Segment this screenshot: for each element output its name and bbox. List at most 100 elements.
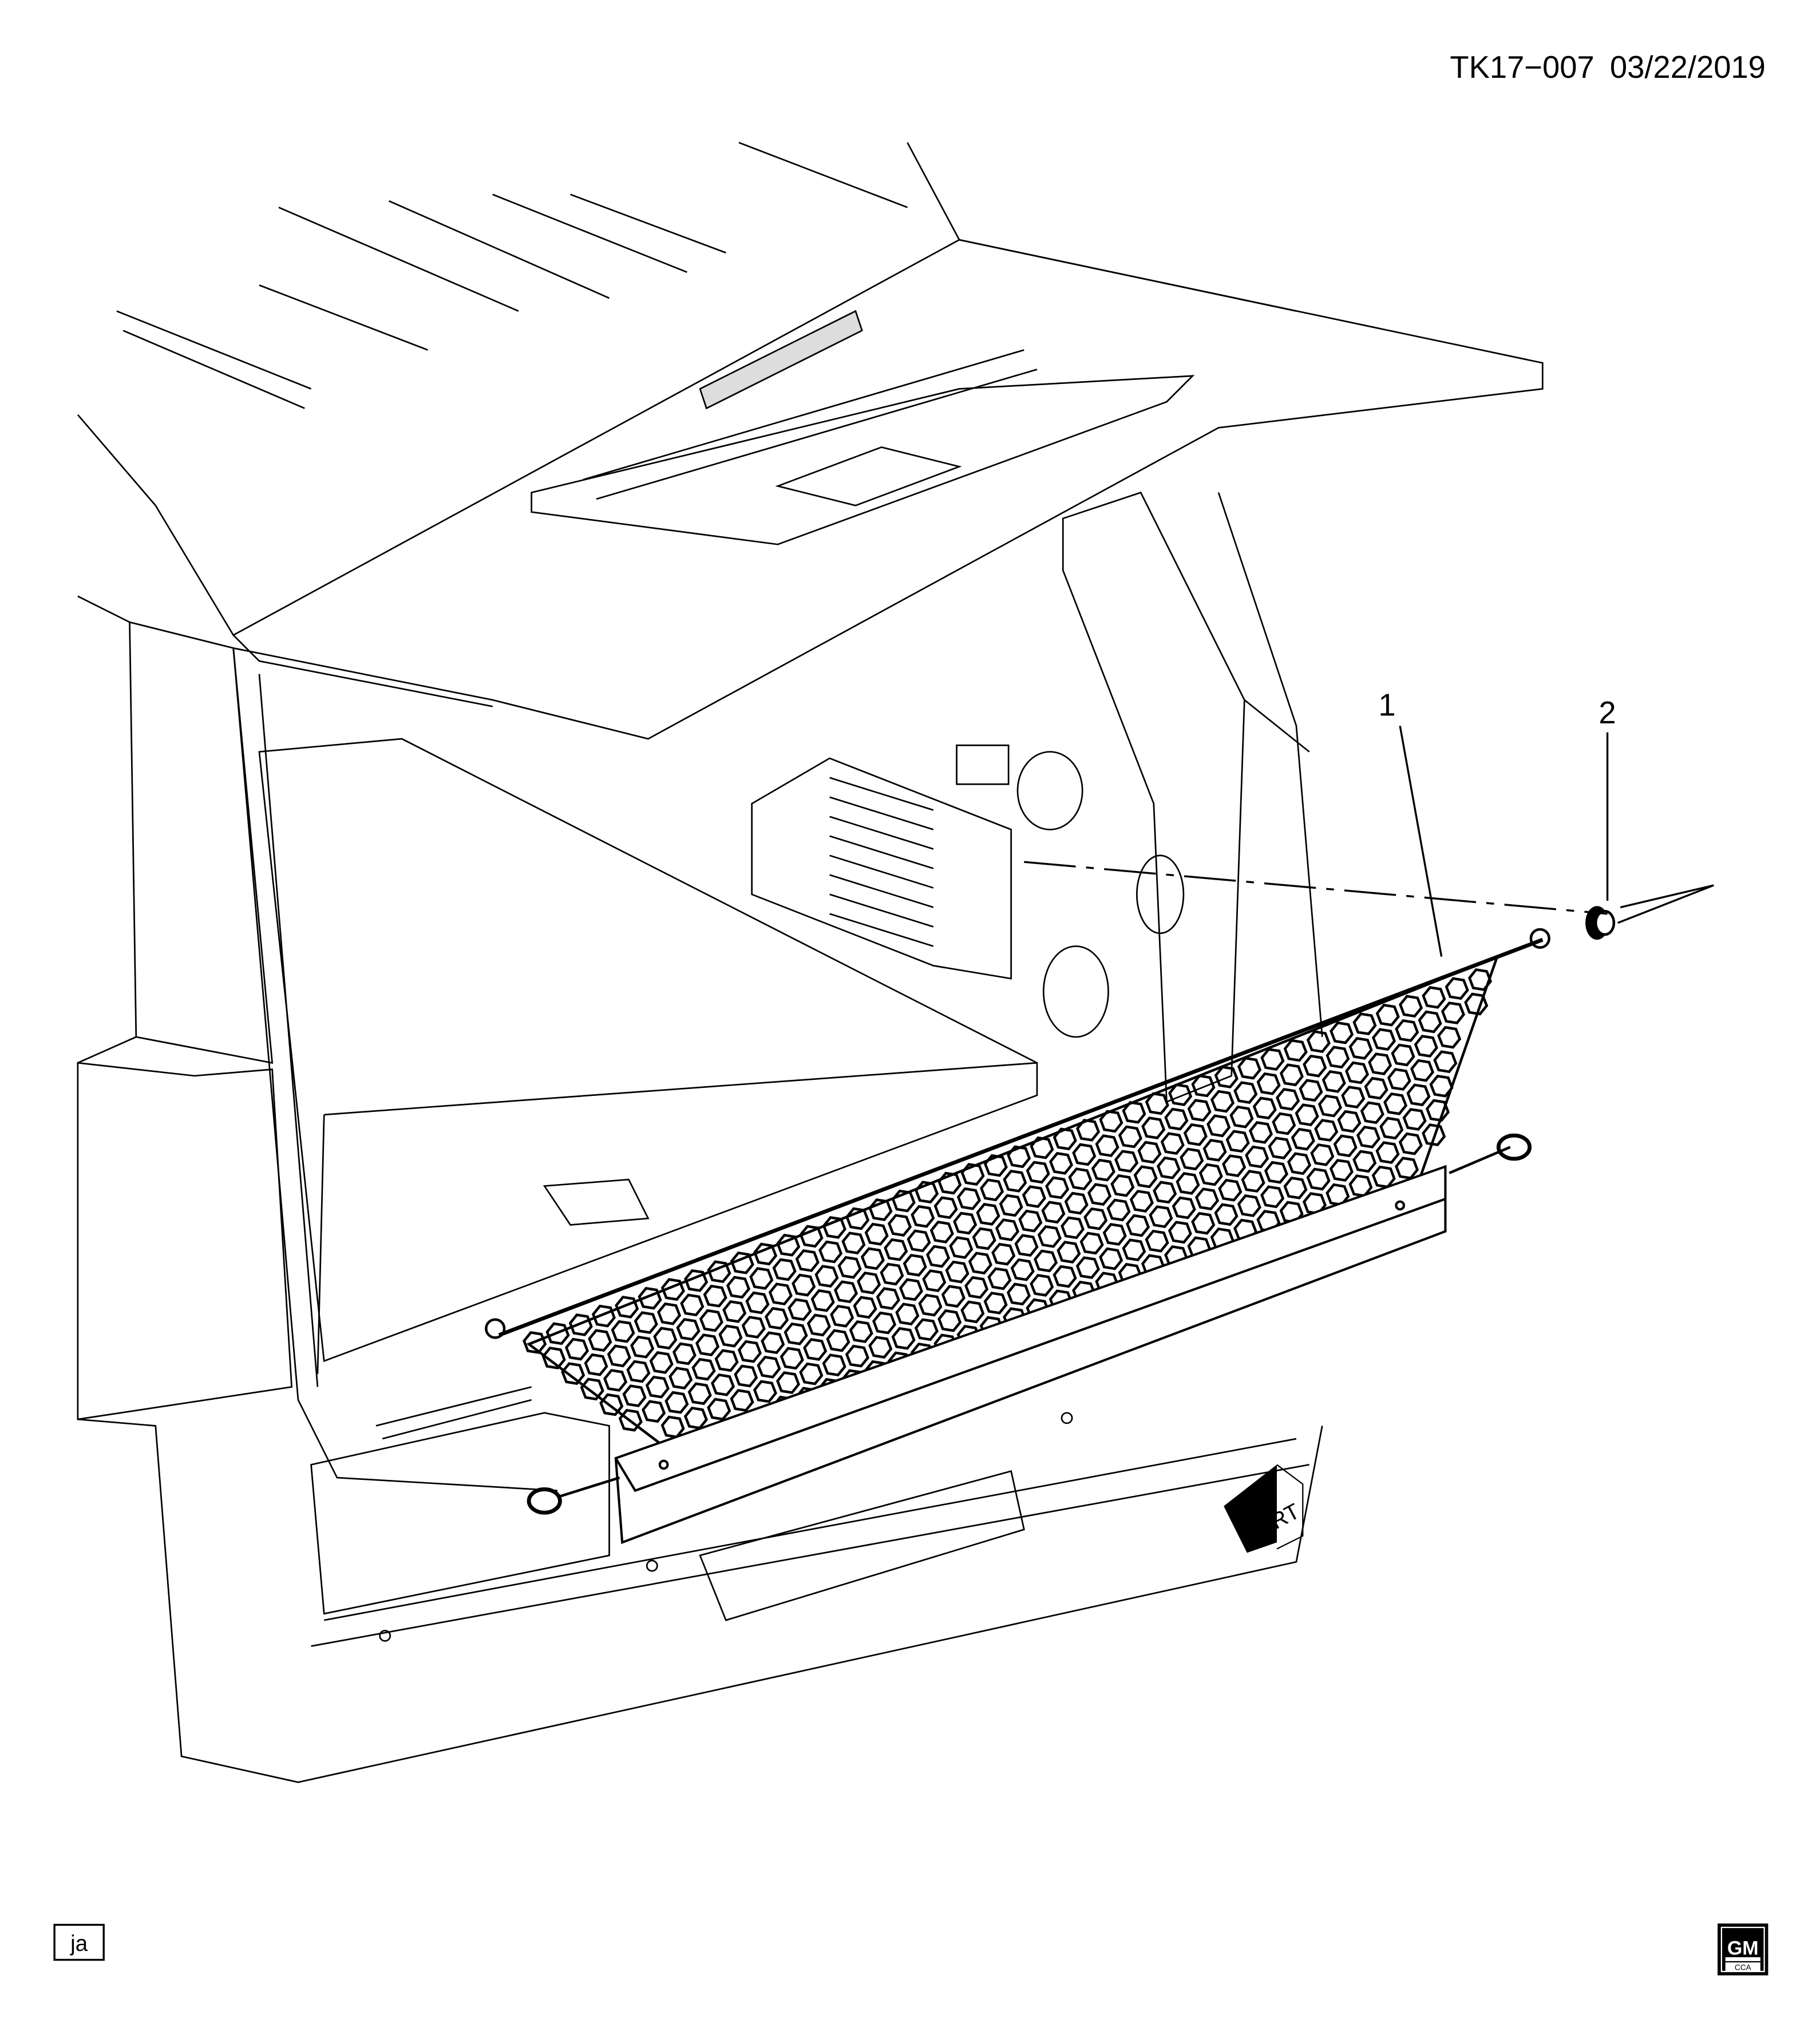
net-mesh-cell	[664, 1391, 689, 1414]
net-mesh-cell	[1333, 1134, 1358, 1158]
net-mesh-cell	[1122, 1100, 1146, 1124]
net-mesh-cell	[734, 1364, 758, 1388]
net-mesh-cell	[691, 1357, 716, 1381]
net-mesh-cell	[730, 1389, 754, 1412]
net-mesh-cell	[810, 1289, 835, 1312]
net-mesh-cell	[1083, 1207, 1108, 1230]
net-mesh-cell	[1306, 1167, 1331, 1191]
net-mesh-cell	[853, 1296, 877, 1319]
net-mesh-cell	[660, 1415, 685, 1439]
net-mesh-cell	[1133, 1165, 1158, 1189]
net-mesh-cell	[925, 1245, 951, 1268]
net-mesh-cell	[1402, 1108, 1427, 1131]
net-mesh-cell	[895, 1302, 920, 1326]
net-mesh-cell	[1279, 1063, 1304, 1087]
net-mesh-cell	[949, 1236, 974, 1259]
net-mesh-cell	[803, 1338, 828, 1361]
net-mesh-cell	[1387, 1068, 1411, 1091]
net-mesh-cell	[672, 1342, 697, 1365]
net-mesh-cell	[1010, 1258, 1035, 1281]
net-mesh-cell	[830, 1304, 854, 1328]
net-mesh-cell	[1229, 1105, 1254, 1129]
net-mesh-cell	[907, 1229, 931, 1253]
net-mesh-cell	[699, 1309, 723, 1332]
net-mesh-cell	[1322, 1070, 1346, 1093]
net-mesh-cell	[1291, 1127, 1315, 1151]
net-mesh-cell	[761, 1331, 785, 1355]
net-mesh-cell	[1087, 1183, 1112, 1206]
net-mesh-cell	[899, 1278, 923, 1301]
svg-text:CCA: CCA	[1735, 1963, 1752, 1972]
net-mesh-cell	[891, 1327, 916, 1350]
net-mesh-cell	[933, 1196, 958, 1220]
net-mesh-cell	[1118, 1125, 1142, 1149]
net-mesh-cell	[772, 1258, 797, 1281]
net-mesh-cell	[1153, 1181, 1177, 1204]
net-mesh-cell	[626, 1360, 651, 1383]
net-mesh-cell	[887, 1214, 912, 1237]
net-mesh-cell	[911, 1205, 935, 1228]
net-mesh-cell	[1156, 1156, 1181, 1179]
net-mesh-cell	[1006, 1282, 1031, 1306]
net-mesh-cell	[1467, 968, 1493, 991]
net-mesh-cell	[860, 1247, 885, 1270]
net-mesh-cell	[960, 1163, 985, 1186]
net-mesh-cell	[1218, 1178, 1243, 1202]
net-mesh-cell	[726, 1276, 751, 1299]
net-mesh-cell	[1276, 1088, 1300, 1111]
net-mesh-cell	[1356, 1125, 1381, 1149]
net-mesh-cell	[765, 1306, 789, 1330]
net-mesh-cell	[1072, 1143, 1097, 1166]
net-mesh-cell	[1414, 1035, 1438, 1058]
net-mesh-cell	[768, 1282, 793, 1305]
retainer-clip	[1585, 906, 1616, 940]
net-mesh-cell	[795, 1249, 820, 1272]
net-mesh-cell	[1106, 1198, 1131, 1222]
callout-2: 2	[1599, 695, 1616, 730]
net-mesh-cell	[622, 1384, 647, 1408]
vent-slats	[829, 777, 934, 947]
net-mesh-cell	[1091, 1158, 1115, 1182]
net-mesh-cell	[876, 1287, 900, 1310]
net-mesh-cell	[784, 1322, 808, 1345]
net-mesh-cell	[1057, 1241, 1081, 1264]
net-mesh-cell	[976, 1202, 1000, 1226]
net-mesh-cell	[695, 1333, 720, 1357]
net-mesh-cell	[1395, 1019, 1419, 1042]
net-mesh-cell	[1256, 1072, 1281, 1095]
net-mesh-cell	[1183, 1123, 1208, 1146]
net-mesh-cell	[1122, 1238, 1146, 1261]
net-mesh-cell	[1018, 1209, 1043, 1233]
net-mesh-cell	[1422, 1123, 1446, 1146]
net-mesh-cell	[630, 1335, 655, 1359]
net-mesh-cell	[1264, 1161, 1289, 1184]
net-mesh-cell	[1299, 1079, 1323, 1102]
net-mesh-cell	[845, 1344, 869, 1368]
net-mesh-cell	[703, 1284, 727, 1308]
net-mesh-cell	[1222, 1154, 1247, 1177]
net-mesh-cell	[653, 1327, 678, 1350]
net-mesh-cell	[1003, 1169, 1027, 1193]
net-mesh-cell	[1375, 1141, 1400, 1164]
net-mesh-cell	[1045, 1176, 1070, 1199]
net-mesh-cell	[1406, 1083, 1431, 1107]
net-mesh-cell	[1164, 1107, 1189, 1131]
net-mesh-cell	[1310, 1143, 1335, 1166]
net-mesh-cell	[857, 1271, 881, 1294]
net-mesh-cell	[1268, 1137, 1292, 1159]
net-mesh-cell	[1283, 1039, 1308, 1062]
net-mesh-cell	[722, 1300, 747, 1323]
net-mesh-cell	[864, 1222, 889, 1246]
net-mesh-cell	[929, 1220, 954, 1244]
net-mesh-cell	[964, 1276, 989, 1299]
net-mesh-cell	[1202, 1139, 1227, 1162]
net-mesh-cell	[737, 1340, 762, 1363]
net-mesh-cell	[1398, 1132, 1423, 1155]
net-mesh-cell	[979, 1178, 1004, 1202]
gm-cca-logo: GM CCA	[1718, 1923, 1768, 1975]
net-mesh-cell	[922, 1269, 947, 1292]
net-mesh-cell	[599, 1393, 624, 1416]
net-mesh-cell	[1095, 1134, 1119, 1157]
net-mesh-cell	[1180, 1147, 1204, 1171]
